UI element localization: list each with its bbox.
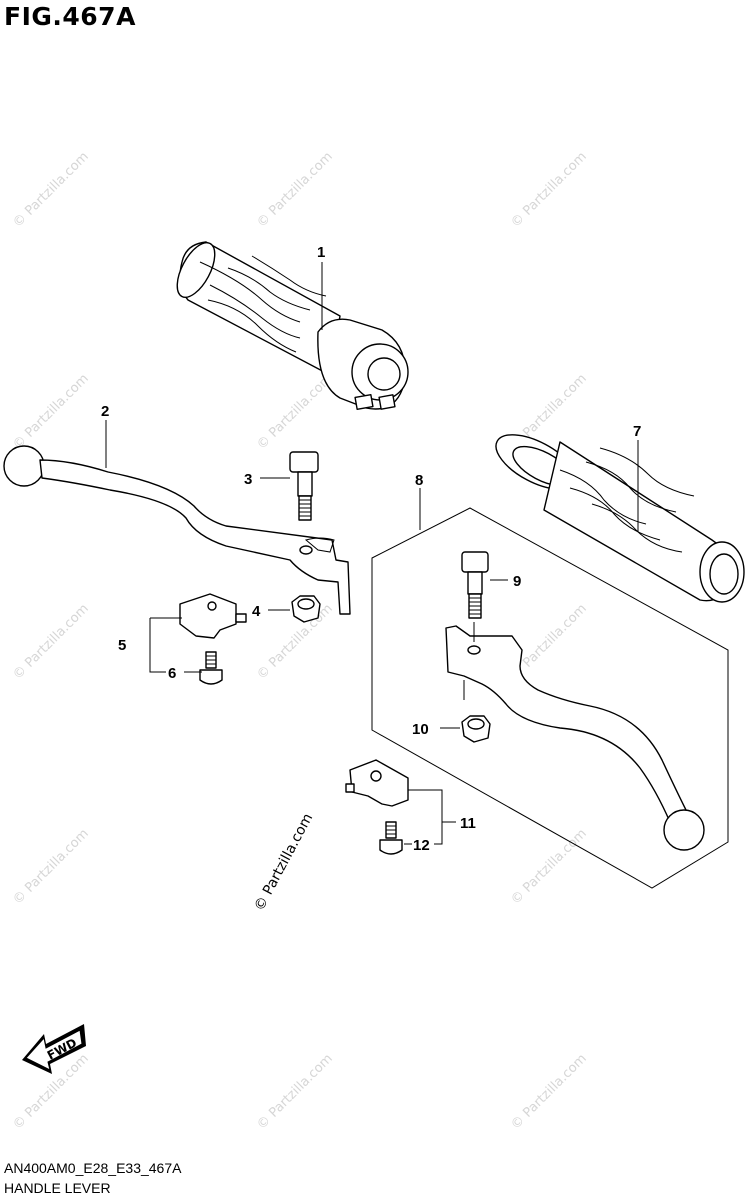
part-1-left-grip: [176, 241, 409, 410]
callout-10: 10: [412, 721, 429, 738]
part-5-switch: [179, 593, 247, 639]
callout-11: 11: [460, 815, 476, 832]
right-lever: [445, 622, 705, 851]
figure-title: FIG.467A: [4, 2, 136, 31]
callout-12: 12: [413, 837, 430, 854]
part-7-right-grip: [495, 434, 745, 603]
part-4-nut: [291, 595, 321, 623]
part-2-left-lever: [3, 445, 351, 615]
watermark: © Partzilla.com: [254, 149, 336, 231]
callout-8: 8: [415, 472, 423, 489]
watermark: © Partzilla.com: [10, 371, 92, 453]
watermark-main: © Partzilla.com: [251, 811, 316, 914]
part-10-nut: [461, 715, 491, 743]
callout-4: 4: [252, 603, 261, 620]
watermark: © Partzilla.com: [508, 149, 590, 231]
watermark: © Partzilla.com: [10, 149, 92, 231]
callout-5: 5: [118, 637, 126, 654]
watermark: © Partzilla.com: [10, 1051, 92, 1133]
part-9-bolt: [461, 551, 489, 619]
figure-code: AN400AM0_E28_E33_467A: [4, 1160, 182, 1176]
figure-caption: HANDLE LEVER: [4, 1180, 111, 1196]
watermark: © Partzilla.com: [508, 1051, 590, 1133]
callout-6: 6: [168, 665, 176, 682]
watermark: © Partzilla.com: [508, 826, 590, 908]
callout-7: 7: [633, 423, 641, 440]
part-8-assembly-box: [371, 507, 729, 889]
callout-2: 2: [101, 403, 109, 420]
leader-lines: [105, 262, 639, 845]
part-6-screw: [199, 651, 223, 685]
part-12-screw: [379, 821, 403, 855]
watermark: © Partzilla.com: [254, 1051, 336, 1133]
part-3-bolt: [289, 451, 319, 521]
watermark: © Partzilla.com: [254, 371, 336, 453]
callout-1: 1: [317, 244, 325, 261]
watermark: © Partzilla.com: [10, 601, 92, 683]
watermark: © Partzilla.com: [10, 826, 92, 908]
callout-labels: 1 2 3 4 5 6 7 8 9 10 11 12: [101, 244, 641, 854]
callout-9: 9: [513, 573, 521, 590]
callout-3: 3: [244, 471, 252, 488]
part-11-switch: [345, 759, 409, 807]
